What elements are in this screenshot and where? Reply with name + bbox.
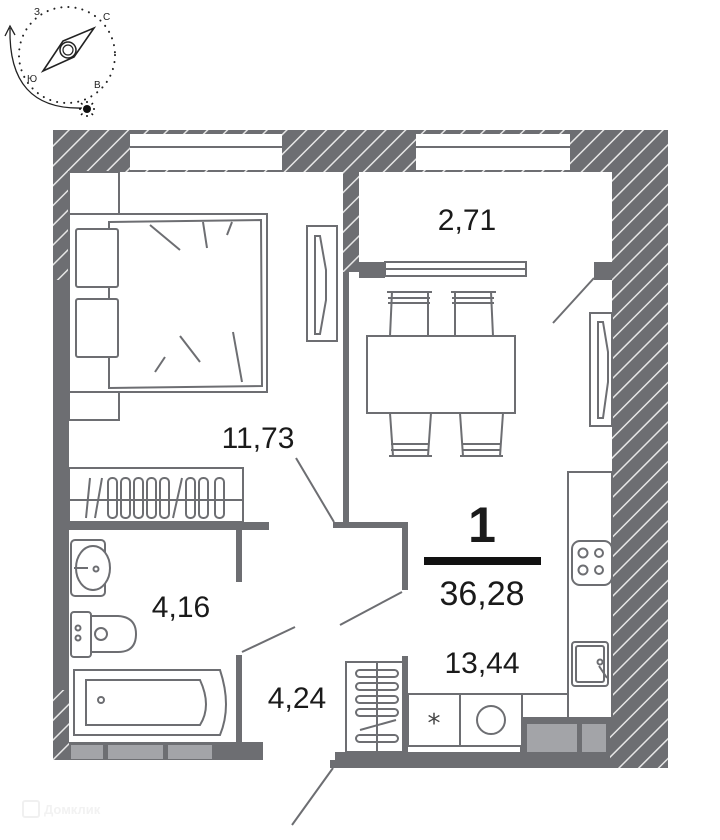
pillow-icon	[75, 298, 119, 358]
compass: З С Ю В	[4, 6, 116, 117]
window-bedroom	[130, 134, 282, 170]
domclick-logo-icon	[22, 800, 40, 818]
washing-machine-icon	[459, 693, 523, 747]
snowflake-icon: *	[428, 709, 441, 739]
stove-icon	[571, 540, 613, 586]
total-area: 36,28	[439, 575, 524, 613]
balcony: 2,71	[359, 172, 612, 324]
compass-south: Ю	[27, 74, 37, 85]
dining-table-icon	[366, 335, 516, 414]
watermark: Домклик	[22, 800, 100, 818]
area-hallway: 4,24	[268, 682, 326, 715]
tv-icon	[597, 321, 609, 419]
tv-icon	[314, 235, 327, 335]
area-bathroom: 4,16	[152, 591, 210, 624]
toilet-icon	[70, 611, 92, 658]
compass-west: З	[34, 7, 40, 18]
area-balcony: 2,71	[438, 204, 496, 237]
kitchen-door-swing	[339, 591, 403, 626]
window-balcony	[416, 134, 570, 170]
bottom-windows	[71, 724, 606, 759]
area-kitchen: 13,44	[444, 647, 519, 680]
summary-divider	[424, 557, 541, 565]
bathroom-door-swing	[241, 626, 296, 653]
area-bedroom: 11,73	[222, 422, 295, 455]
arrow-curved-icon	[9, 27, 83, 109]
balcony-door-swing	[552, 277, 595, 324]
radiator-icon	[345, 661, 404, 753]
watermark-text: Домклик	[44, 801, 101, 817]
wardrobe	[68, 467, 244, 523]
dining-set	[366, 291, 516, 457]
pillow-icon	[75, 228, 119, 288]
compass-north: С	[103, 12, 110, 23]
apartment-summary: 1 36,28	[424, 497, 541, 613]
sun-icon	[79, 101, 95, 117]
rooms-count: 1	[468, 497, 496, 553]
compass-east: В	[94, 80, 101, 91]
entrance-door-swing	[291, 767, 334, 826]
bedroom-door-swing	[295, 457, 335, 523]
